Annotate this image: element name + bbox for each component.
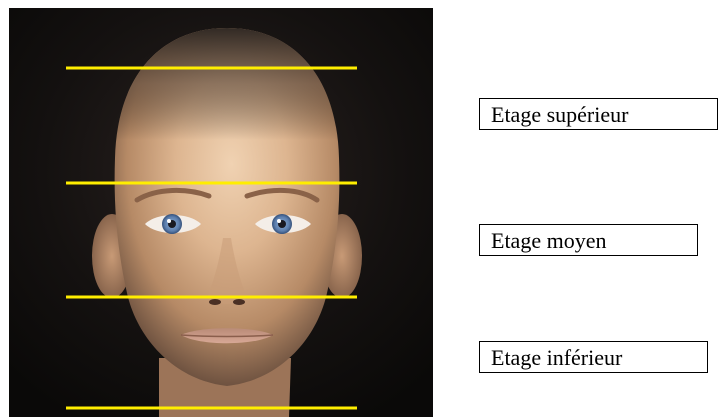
label-lower-stage: Etage inférieur [479, 341, 708, 373]
label-middle-stage: Etage moyen [479, 224, 698, 256]
label-upper-stage: Etage supérieur [479, 98, 718, 130]
face-illustration [9, 8, 433, 417]
face-render-svg [9, 8, 433, 417]
right-nostril [233, 299, 245, 305]
left-nostril [209, 299, 221, 305]
